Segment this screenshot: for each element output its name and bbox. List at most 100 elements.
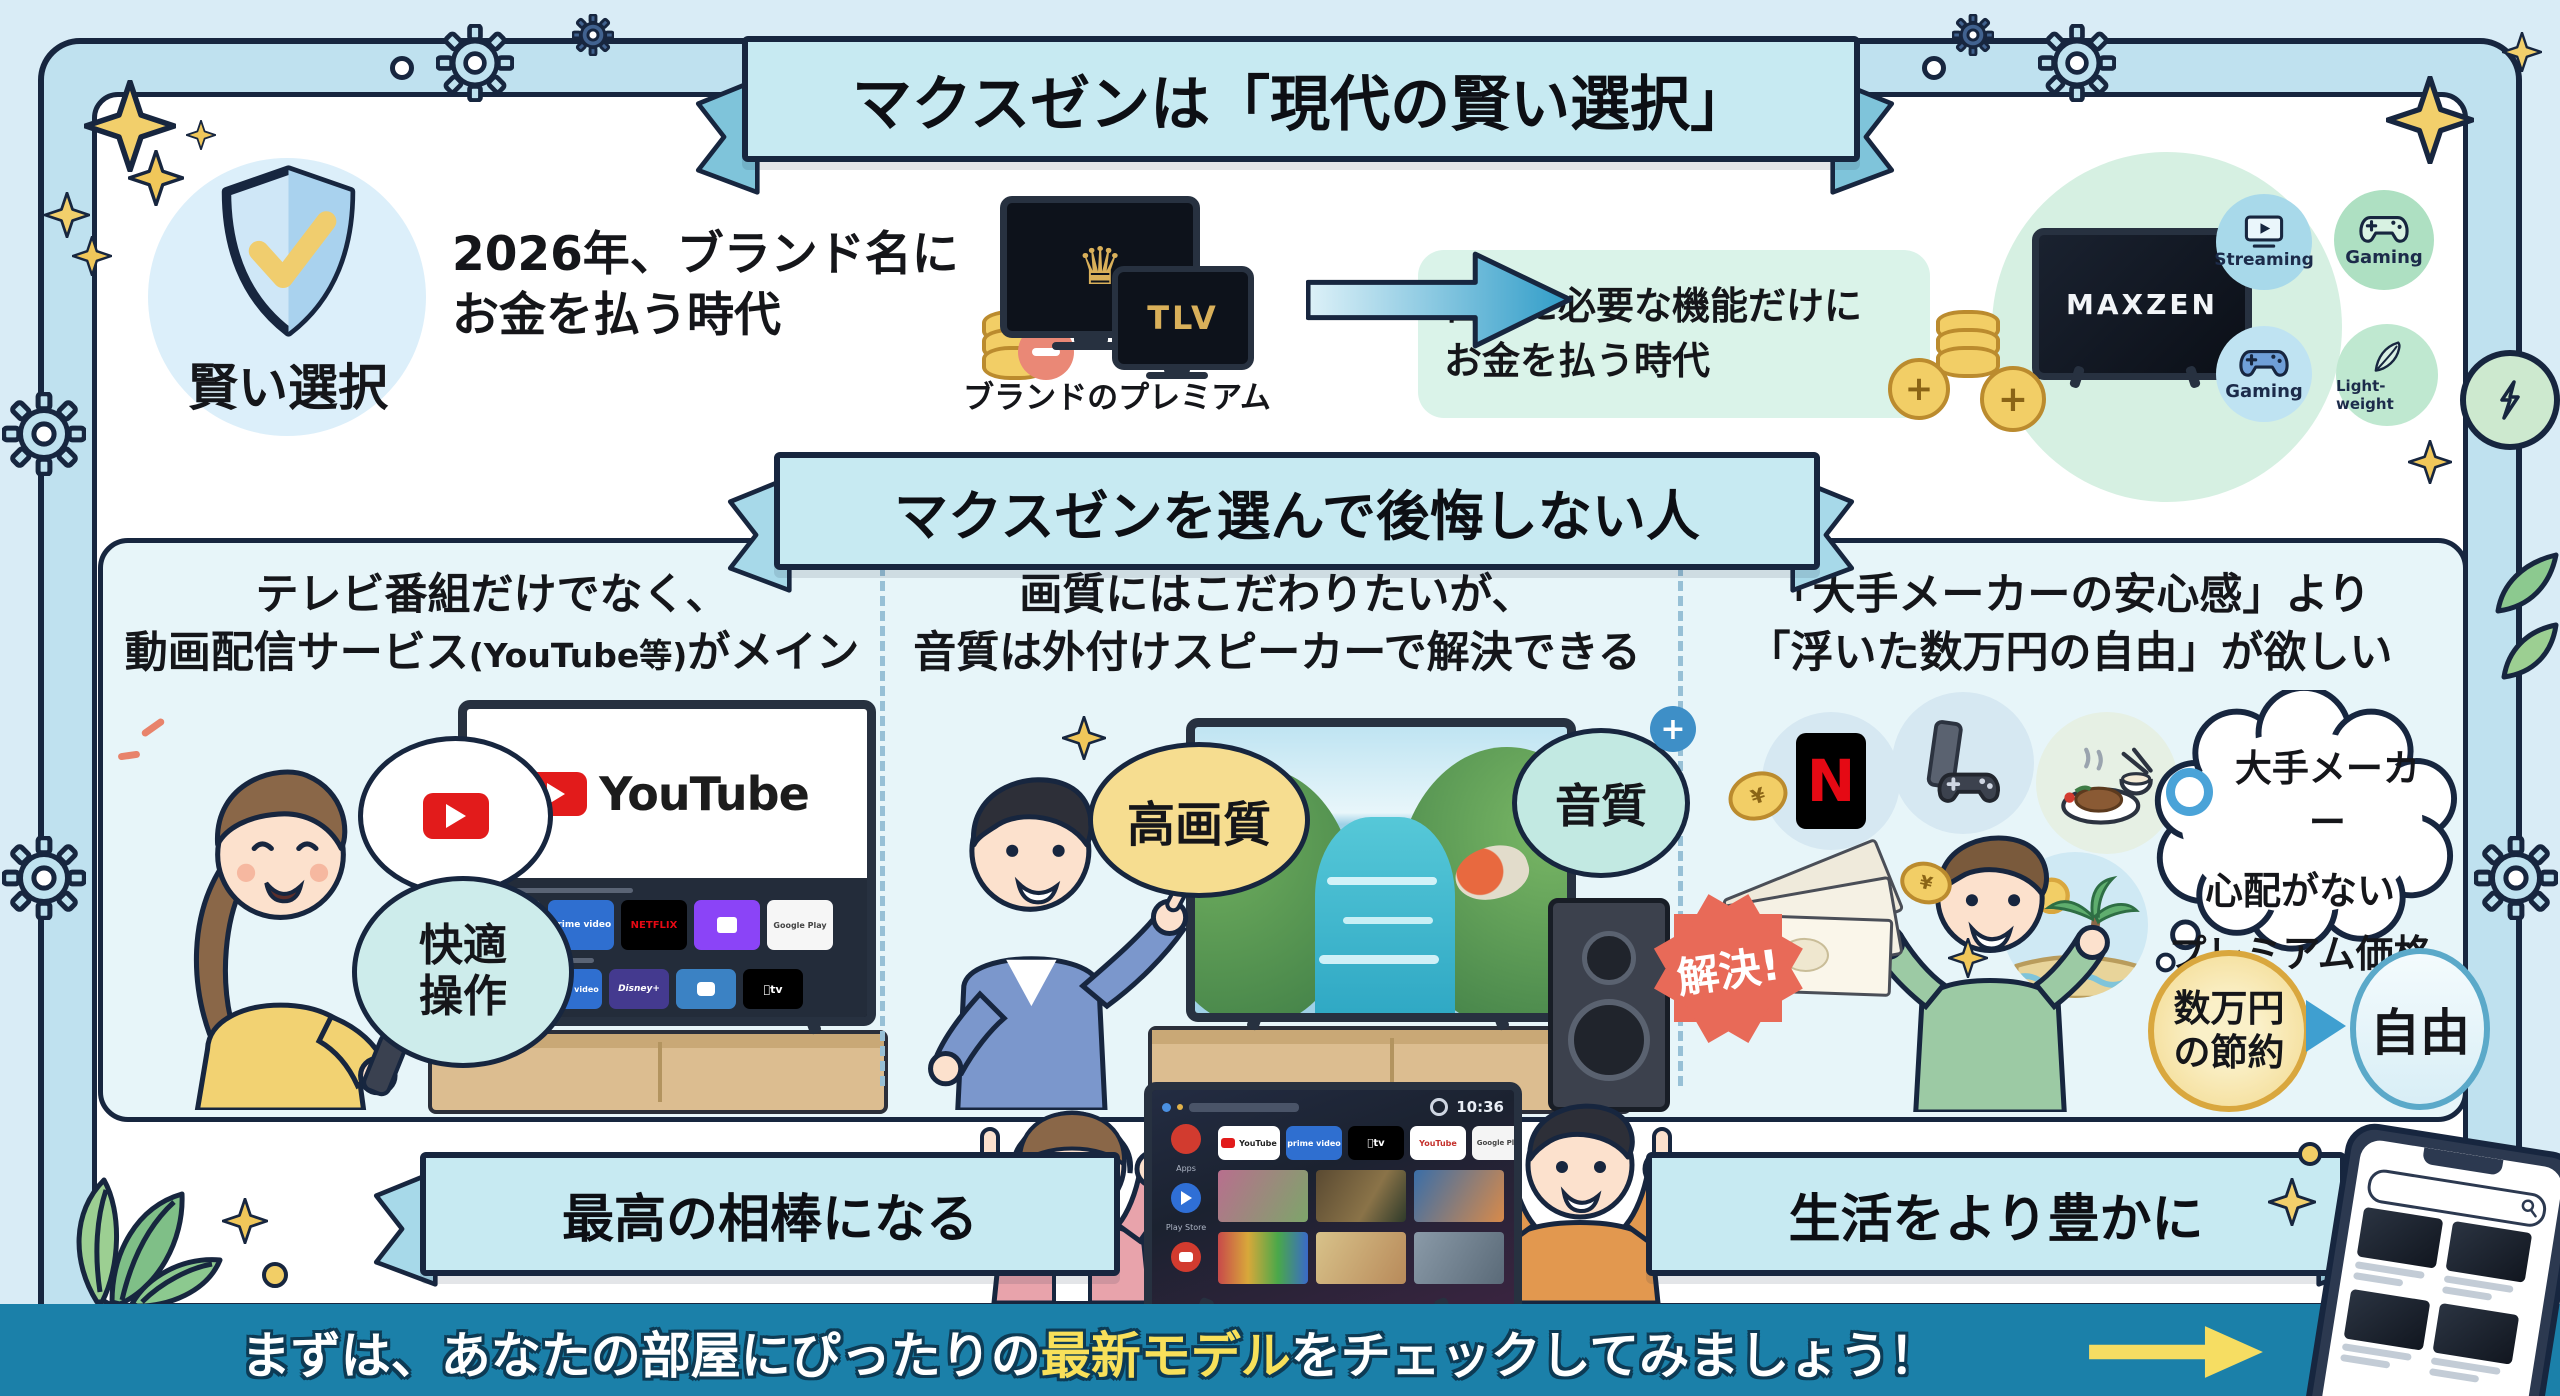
gold-dot xyxy=(2298,1142,2322,1166)
leaf-decoration xyxy=(2495,552,2559,680)
title-banner: マクスゼンは「現代の賢い選択」 xyxy=(742,36,1860,162)
phone-product-card xyxy=(2441,1220,2533,1306)
personas-banner: マクスゼンを選んで後悔しない人 xyxy=(774,452,1820,570)
sparkle-icon xyxy=(1948,938,1988,978)
cta-arrow-icon xyxy=(2089,1326,2263,1378)
tv-app-youtube2: YouTube xyxy=(1410,1126,1466,1160)
maxzen-logo: MAXZEN xyxy=(2066,287,2218,321)
navy-dot xyxy=(390,56,414,80)
brand-tv-cluster: ♛ TLV xyxy=(982,188,1272,418)
gear-icon xyxy=(572,14,614,56)
sparkle-icon xyxy=(2502,32,2542,72)
man-pointing xyxy=(928,777,1190,1110)
nature-tv xyxy=(1186,718,1576,1022)
gear-icon xyxy=(1952,14,1994,56)
badge-label: Gaming xyxy=(2345,246,2423,268)
persona2-headline: 画質にはこだわりたいが、 音質は外付けスピーカーで解決できる xyxy=(892,566,1662,682)
badge-lightweight: Light-weight xyxy=(2336,324,2438,426)
plus-coins: + + xyxy=(1888,310,2046,432)
cta-message: まずは、あなたの部屋にぴったりの最新モデルをチェックしてみましょう！ xyxy=(0,1316,2180,1388)
lightning-icon xyxy=(2500,380,2520,420)
game-console-icon xyxy=(1926,720,2000,803)
thought-line2: 心配がない xyxy=(2204,869,2395,913)
gold-dot xyxy=(262,1262,288,1288)
gear-icon xyxy=(2474,836,2558,920)
sparkle-icon xyxy=(44,192,90,238)
app-tile-twitch xyxy=(694,900,760,951)
freedom-circle: 自由 xyxy=(2350,948,2490,1110)
sparkle-icon xyxy=(222,1198,268,1244)
page-title: マクスゼンは「現代の賢い選択」 xyxy=(851,69,1751,140)
meal-icon xyxy=(2061,747,2153,825)
column-divider xyxy=(880,566,885,1086)
sparkle-icon xyxy=(2386,76,2474,164)
sound-label: 音質 xyxy=(1555,779,1647,833)
old-era-line2: お金を払う時代 xyxy=(452,288,781,344)
thought-line1: 大手メーカー xyxy=(2234,747,2420,844)
app-tile-netflix: NETFLIX xyxy=(621,900,687,951)
tv-clock: 10:36 xyxy=(1456,1098,1504,1116)
thought-cloud: 大手メーカー 心配がない プレミアム価格 xyxy=(2142,690,2458,990)
persona2-headline1: 画質にはこだわりたいが、 xyxy=(1019,570,1535,620)
app-tile-appletv: tv xyxy=(743,969,803,1010)
tv-app-googleplay: Google Play xyxy=(1472,1126,1514,1160)
leaf-decoration xyxy=(76,1177,223,1307)
search-icon xyxy=(2521,1199,2537,1218)
persona3-headline1: 「大手メーカーの安心感」より xyxy=(1769,570,2371,620)
cta-post: をチェックしてみましょう！ xyxy=(1290,1327,1940,1385)
app-tile-disney: Disney+ xyxy=(609,969,669,1010)
apps-rail-icon xyxy=(1171,1124,1201,1154)
conclusion-right-label: 生活をより豊かに xyxy=(1788,1189,2204,1250)
cta-pre: まずは、あなたの部屋にぴったりの xyxy=(240,1327,1041,1385)
ring-icon xyxy=(2166,768,2213,816)
brand-tv-small: TLV xyxy=(1112,266,1254,370)
shield-label: 賢い選択 xyxy=(188,359,388,417)
plus-badge: + xyxy=(1650,706,1696,752)
console-circle xyxy=(1892,692,2034,834)
man-open-arms xyxy=(1870,835,2110,1112)
cta-highlight: 最新モデル xyxy=(1040,1327,1291,1385)
googletv-tv: 10:36 Apps Play Store YouTube prime vide… xyxy=(1144,1082,1522,1316)
phone-product-card xyxy=(2428,1302,2520,1388)
comfort-line2: 操作 xyxy=(419,971,507,1022)
solved-burst: 解決! xyxy=(1648,888,1808,1048)
sparkle-icon xyxy=(72,236,112,276)
playstore-rail-icon xyxy=(1171,1183,1201,1213)
badge-streaming: Streaming xyxy=(2214,194,2314,290)
arrow-right-icon xyxy=(2306,1000,2346,1052)
phone-product-card xyxy=(2339,1288,2431,1374)
new-era-line2: お金を払う時代 xyxy=(1444,339,1711,383)
old-era-text: 2026年、ブランド名に お金を払う時代 xyxy=(452,224,1012,346)
badge-label: Light-weight xyxy=(2336,377,2394,413)
streaming-icon xyxy=(2244,215,2284,248)
sound-bubble: 音質 xyxy=(1512,728,1690,878)
phone xyxy=(2301,1119,2560,1396)
gamepad-icon xyxy=(2239,349,2289,377)
sparkle-icon xyxy=(2408,440,2452,484)
conclusion-left-banner: 最高の相棒になる xyxy=(420,1152,1120,1276)
netflix-circle: N xyxy=(1762,712,1900,850)
saving-circle: 数万円 の節約 xyxy=(2148,950,2310,1112)
comfort-line1: 快適 xyxy=(419,920,507,972)
food-circle xyxy=(2036,712,2178,854)
old-era-line1: 2026年、ブランド名に xyxy=(452,227,959,282)
phone-notch xyxy=(2421,1147,2504,1176)
persona1-headline: テレビ番組だけでなく、 動画配信サービス(YouTube等)がメイン xyxy=(118,566,866,682)
sparkle-icon xyxy=(84,80,176,172)
transition-arrow-icon xyxy=(1306,251,1573,349)
gamepad-icon xyxy=(2359,215,2409,243)
persona3-headline: 「大手メーカーの安心感」より 「浮いた数万円の自由」が欲しい xyxy=(1692,566,2448,682)
youtube-rail-icon xyxy=(1171,1242,1201,1272)
persona3-headline2: 「浮いた数万円の自由」が欲しい xyxy=(1747,628,2393,679)
sparkle-icon xyxy=(2268,1178,2316,1226)
badge-label: Gaming xyxy=(2225,380,2303,402)
conclusion-left-label: 最高の相棒になる xyxy=(561,1189,978,1250)
tv-app-prime: prime video xyxy=(1286,1126,1342,1160)
saving-line2: の節約 xyxy=(2173,1031,2285,1074)
phone-product-card xyxy=(2352,1206,2444,1292)
conclusion-right-banner: 生活をより豊かに xyxy=(1646,1152,2346,1276)
feather-icon xyxy=(2374,341,2401,372)
phone-search-bar xyxy=(2365,1167,2549,1230)
badge-gaming-1: Gaming xyxy=(2334,190,2434,290)
